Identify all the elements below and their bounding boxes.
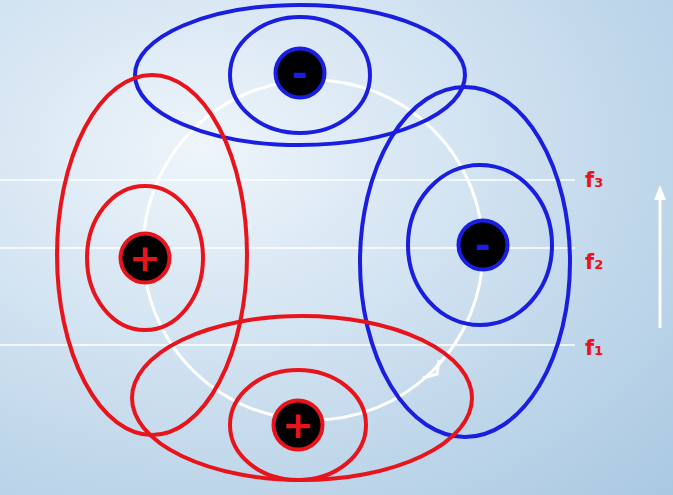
charge-sign: + bbox=[271, 398, 325, 452]
charge-circle: + bbox=[118, 231, 172, 285]
charge-sign: - bbox=[456, 218, 510, 272]
charge-circle: - bbox=[456, 218, 510, 272]
pair-ellipse bbox=[132, 316, 472, 480]
frequency-label: f₂ bbox=[585, 252, 603, 273]
charge-circle: + bbox=[271, 398, 325, 452]
charge-circle: - bbox=[273, 46, 327, 100]
charge-ellipse bbox=[87, 186, 203, 330]
charge-ellipse bbox=[408, 165, 552, 325]
charge-ellipse bbox=[230, 370, 366, 480]
direction-arrowhead bbox=[423, 360, 439, 378]
charge-sign: - bbox=[273, 46, 327, 100]
frequency-label: f₃ bbox=[585, 170, 603, 191]
pair-ellipse bbox=[135, 5, 465, 145]
pair-ellipse bbox=[57, 75, 247, 435]
up-arrow bbox=[654, 185, 666, 328]
charge-sign: + bbox=[118, 231, 172, 285]
frequency-label: f₁ bbox=[585, 338, 603, 359]
frequency-lines bbox=[0, 180, 575, 345]
charge-ellipse bbox=[230, 17, 370, 133]
pair-ellipse bbox=[360, 87, 570, 437]
